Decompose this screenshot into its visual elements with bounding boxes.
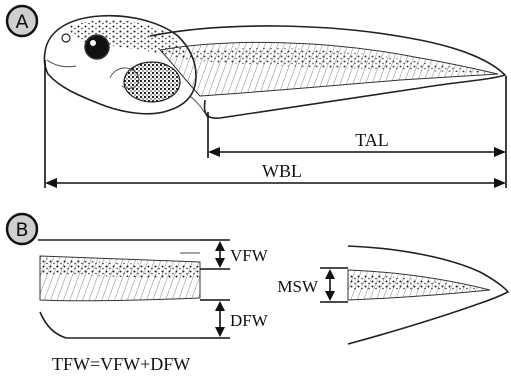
mouth xyxy=(47,60,76,67)
formula: TFW=VFW+DFW xyxy=(52,354,190,374)
tadpole-lateral-view xyxy=(44,16,505,118)
dfw-arrow-top xyxy=(215,301,225,311)
panel-b: B VFW DFW xyxy=(7,214,508,374)
ventral-fin-edge xyxy=(40,312,200,338)
panel-a: A xyxy=(7,6,506,188)
tal-arrow-right xyxy=(494,147,506,157)
wbl-label: WBL xyxy=(262,161,302,181)
tal-arrow-left xyxy=(208,147,220,157)
wbl-arrow-right xyxy=(494,178,506,188)
eye xyxy=(85,35,109,59)
vfw-arrow-bottom xyxy=(215,258,225,268)
nostril xyxy=(62,34,70,42)
panel-b-letter: B xyxy=(15,219,28,241)
msw-measurement: MSW xyxy=(277,268,348,302)
vfw-arrow-top xyxy=(215,241,225,251)
dfw-measurement: DFW xyxy=(200,300,269,338)
msw-label: MSW xyxy=(277,277,319,296)
tal-label: TAL xyxy=(355,130,389,150)
wbl-arrow-left xyxy=(45,178,57,188)
tail-cross-section xyxy=(38,240,200,338)
tal-measurement: TAL xyxy=(208,112,506,158)
dfw-label: DFW xyxy=(230,311,269,330)
eye-highlight xyxy=(90,40,96,46)
msw-arrow-top xyxy=(325,269,335,279)
vfw-measurement: VFW xyxy=(200,240,269,269)
tail-tip xyxy=(348,246,508,344)
dfw-arrow-bottom xyxy=(215,327,225,337)
panel-a-letter: A xyxy=(16,11,29,33)
msw-arrow-bottom xyxy=(325,291,335,301)
gut xyxy=(124,62,180,102)
vfw-label: VFW xyxy=(230,246,269,265)
